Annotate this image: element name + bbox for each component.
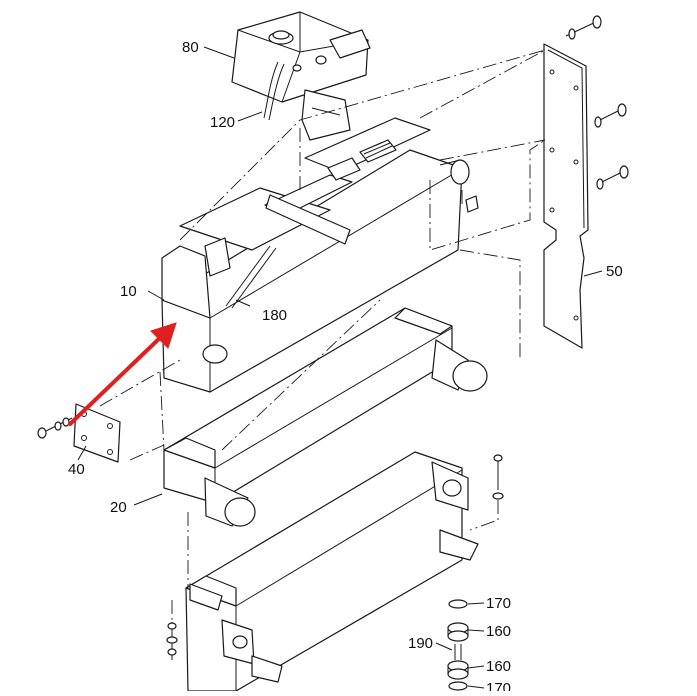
bolts-right [565,15,629,190]
callout-80: 80 [182,39,199,56]
bottom-cooler-unit [185,451,479,692]
callout-10: 10 [120,283,137,300]
bolts-left-bottom [166,622,178,660]
callout-160-bottom: 160 [486,658,511,675]
callout-170-top: 170 [486,595,511,612]
reservoir-tank [231,11,371,141]
callout-20: 20 [110,499,127,516]
hose [263,61,279,119]
callout-50: 50 [606,263,623,280]
callout-190: 190 [408,635,433,652]
callout-170-bottom: 170 [486,680,511,691]
support-rod [225,245,271,307]
side-plate [543,43,589,349]
callout-120: 120 [210,114,235,131]
leader-lines [77,46,603,689]
top-cooler-unit [161,117,479,393]
alignment-lines [99,49,546,622]
callout-180: 180 [262,307,287,324]
callout-labels: 80 120 10 180 50 40 20 170 160 190 160 1… [68,39,623,696]
middle-cooler-unit [163,307,488,527]
callout-40: 40 [68,461,85,478]
mount-stack-right [447,454,504,691]
highlight-arrow [68,322,177,426]
callout-160-top: 160 [486,623,511,640]
